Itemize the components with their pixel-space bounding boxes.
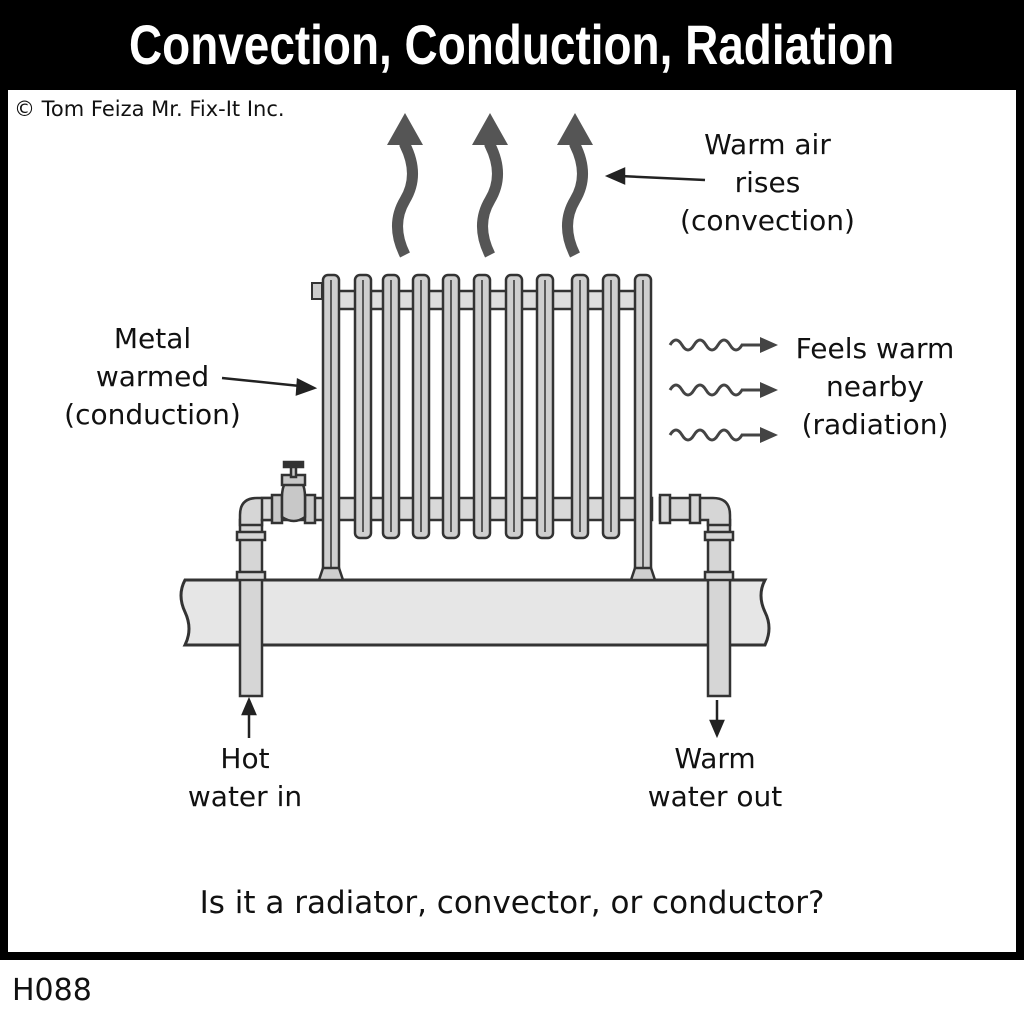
label-line: water out	[647, 780, 783, 813]
radiator-sections	[317, 273, 657, 582]
page-title: Convection, Conduction, Radiation	[129, 13, 895, 76]
copyright: © Tom Feiza Mr. Fix-It Inc.	[14, 97, 285, 121]
label-line: Metal	[113, 322, 192, 355]
diagram-code: H088	[12, 973, 92, 1008]
radiator-foot	[629, 566, 657, 582]
diagram-frame	[0, 88, 1024, 960]
label-line: rises	[734, 166, 801, 199]
label-line: Feels warm	[795, 332, 955, 365]
label-line: (convection)	[680, 204, 855, 237]
convection-arrows	[392, 138, 588, 258]
arrowhead-icon	[557, 113, 593, 145]
label-line: warmed	[95, 360, 210, 393]
title-bar: Convection, Conduction, Radiation	[0, 0, 1024, 90]
conduction-label: Metal warmed (conduction)	[45, 320, 260, 434]
radiation-waves	[668, 338, 762, 442]
valve	[270, 460, 317, 525]
label-line: (radiation)	[801, 408, 949, 441]
label-line: (conduction)	[64, 398, 241, 431]
label-line: nearby	[826, 370, 924, 403]
label-line: Warm air	[704, 128, 831, 161]
wavy-up-arrow	[562, 138, 588, 258]
floor-board	[179, 578, 771, 647]
hot-water-in-label: Hot water in	[160, 740, 330, 816]
conduction-pointer	[221, 376, 301, 388]
radiation-label: Feels warm nearby (radiation)	[780, 330, 970, 444]
arrowhead-icon	[472, 113, 508, 145]
question-caption: Is it a radiator, convector, or conducto…	[199, 885, 825, 921]
arrowhead-icon	[387, 113, 423, 145]
convection-label: Warm air rises (convection)	[660, 126, 875, 240]
bleed-valve	[311, 282, 323, 300]
return-pipe	[658, 493, 735, 698]
wavy-up-arrow	[477, 138, 503, 258]
label-line: Warm	[674, 742, 756, 775]
warm-water-out-label: Warm water out	[620, 740, 810, 816]
label-line: water in	[187, 780, 303, 813]
label-line: Hot	[220, 742, 270, 775]
wavy-up-arrow	[392, 138, 418, 258]
convection-pointer	[619, 174, 706, 182]
radiator-foot	[317, 566, 345, 582]
